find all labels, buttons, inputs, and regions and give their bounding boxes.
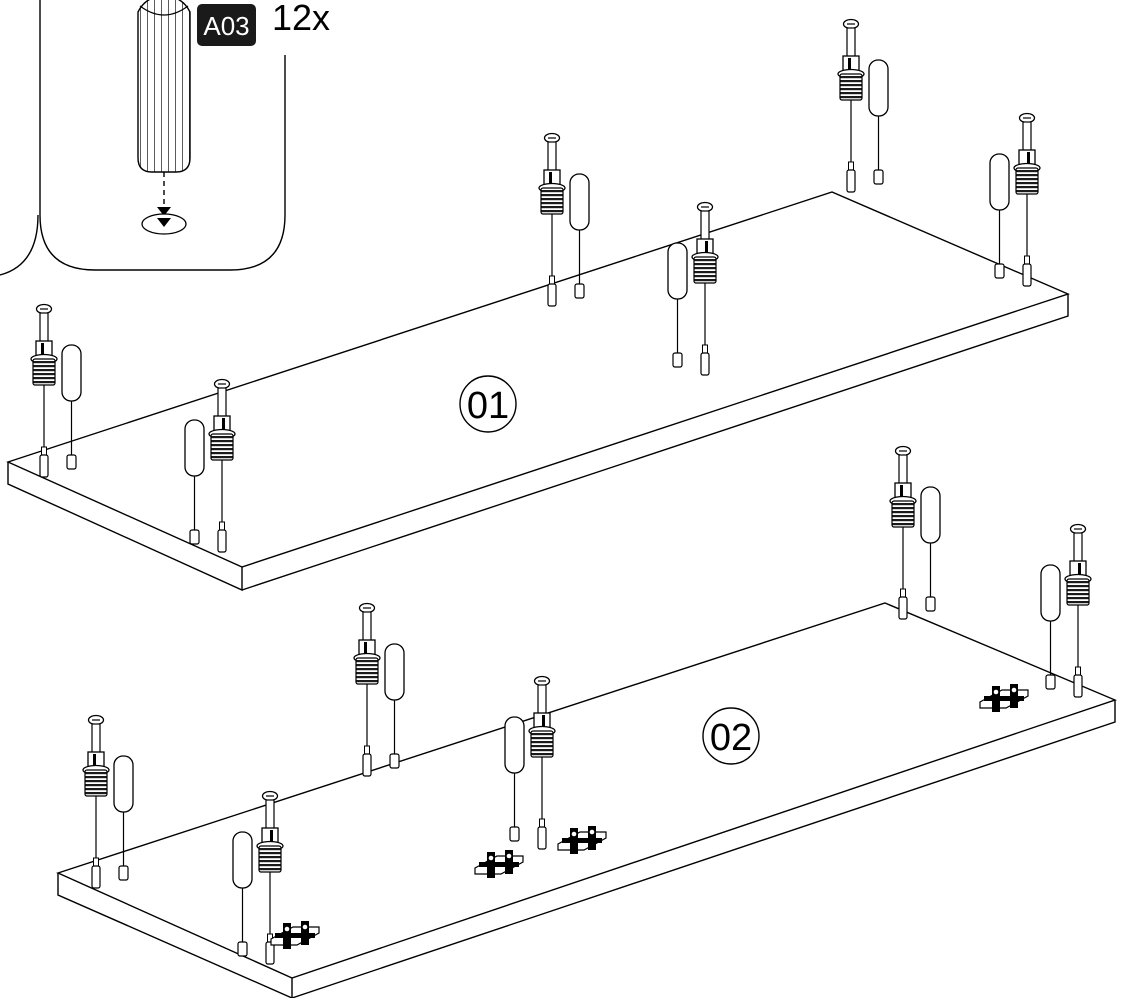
panel-02-board (56, 602, 1117, 979)
screwdriver-icon (137, 0, 191, 235)
panel-02: 02 (56, 445, 1117, 998)
fitting-02-f (1040, 523, 1092, 698)
part-code-label: A03 (203, 11, 249, 41)
fitting-01-f (989, 112, 1041, 287)
fitting-02-c (353, 602, 405, 777)
fitting-02-e (889, 445, 941, 620)
part-code-badge: A03 (197, 4, 256, 46)
panel-01-number-circle (459, 375, 517, 433)
callout-frame (39, 0, 286, 271)
panel-01-number: 01 (467, 385, 509, 427)
panel-01: 01 (6, 18, 1070, 592)
fitting-01-e (837, 18, 889, 193)
quantity-label: 12x (272, 0, 330, 38)
callout-panel: A03 12x (0, 0, 330, 276)
callout-side-frame (0, 214, 39, 276)
panel-02-number-circle (702, 707, 760, 765)
panel-02-number: 02 (710, 717, 752, 759)
